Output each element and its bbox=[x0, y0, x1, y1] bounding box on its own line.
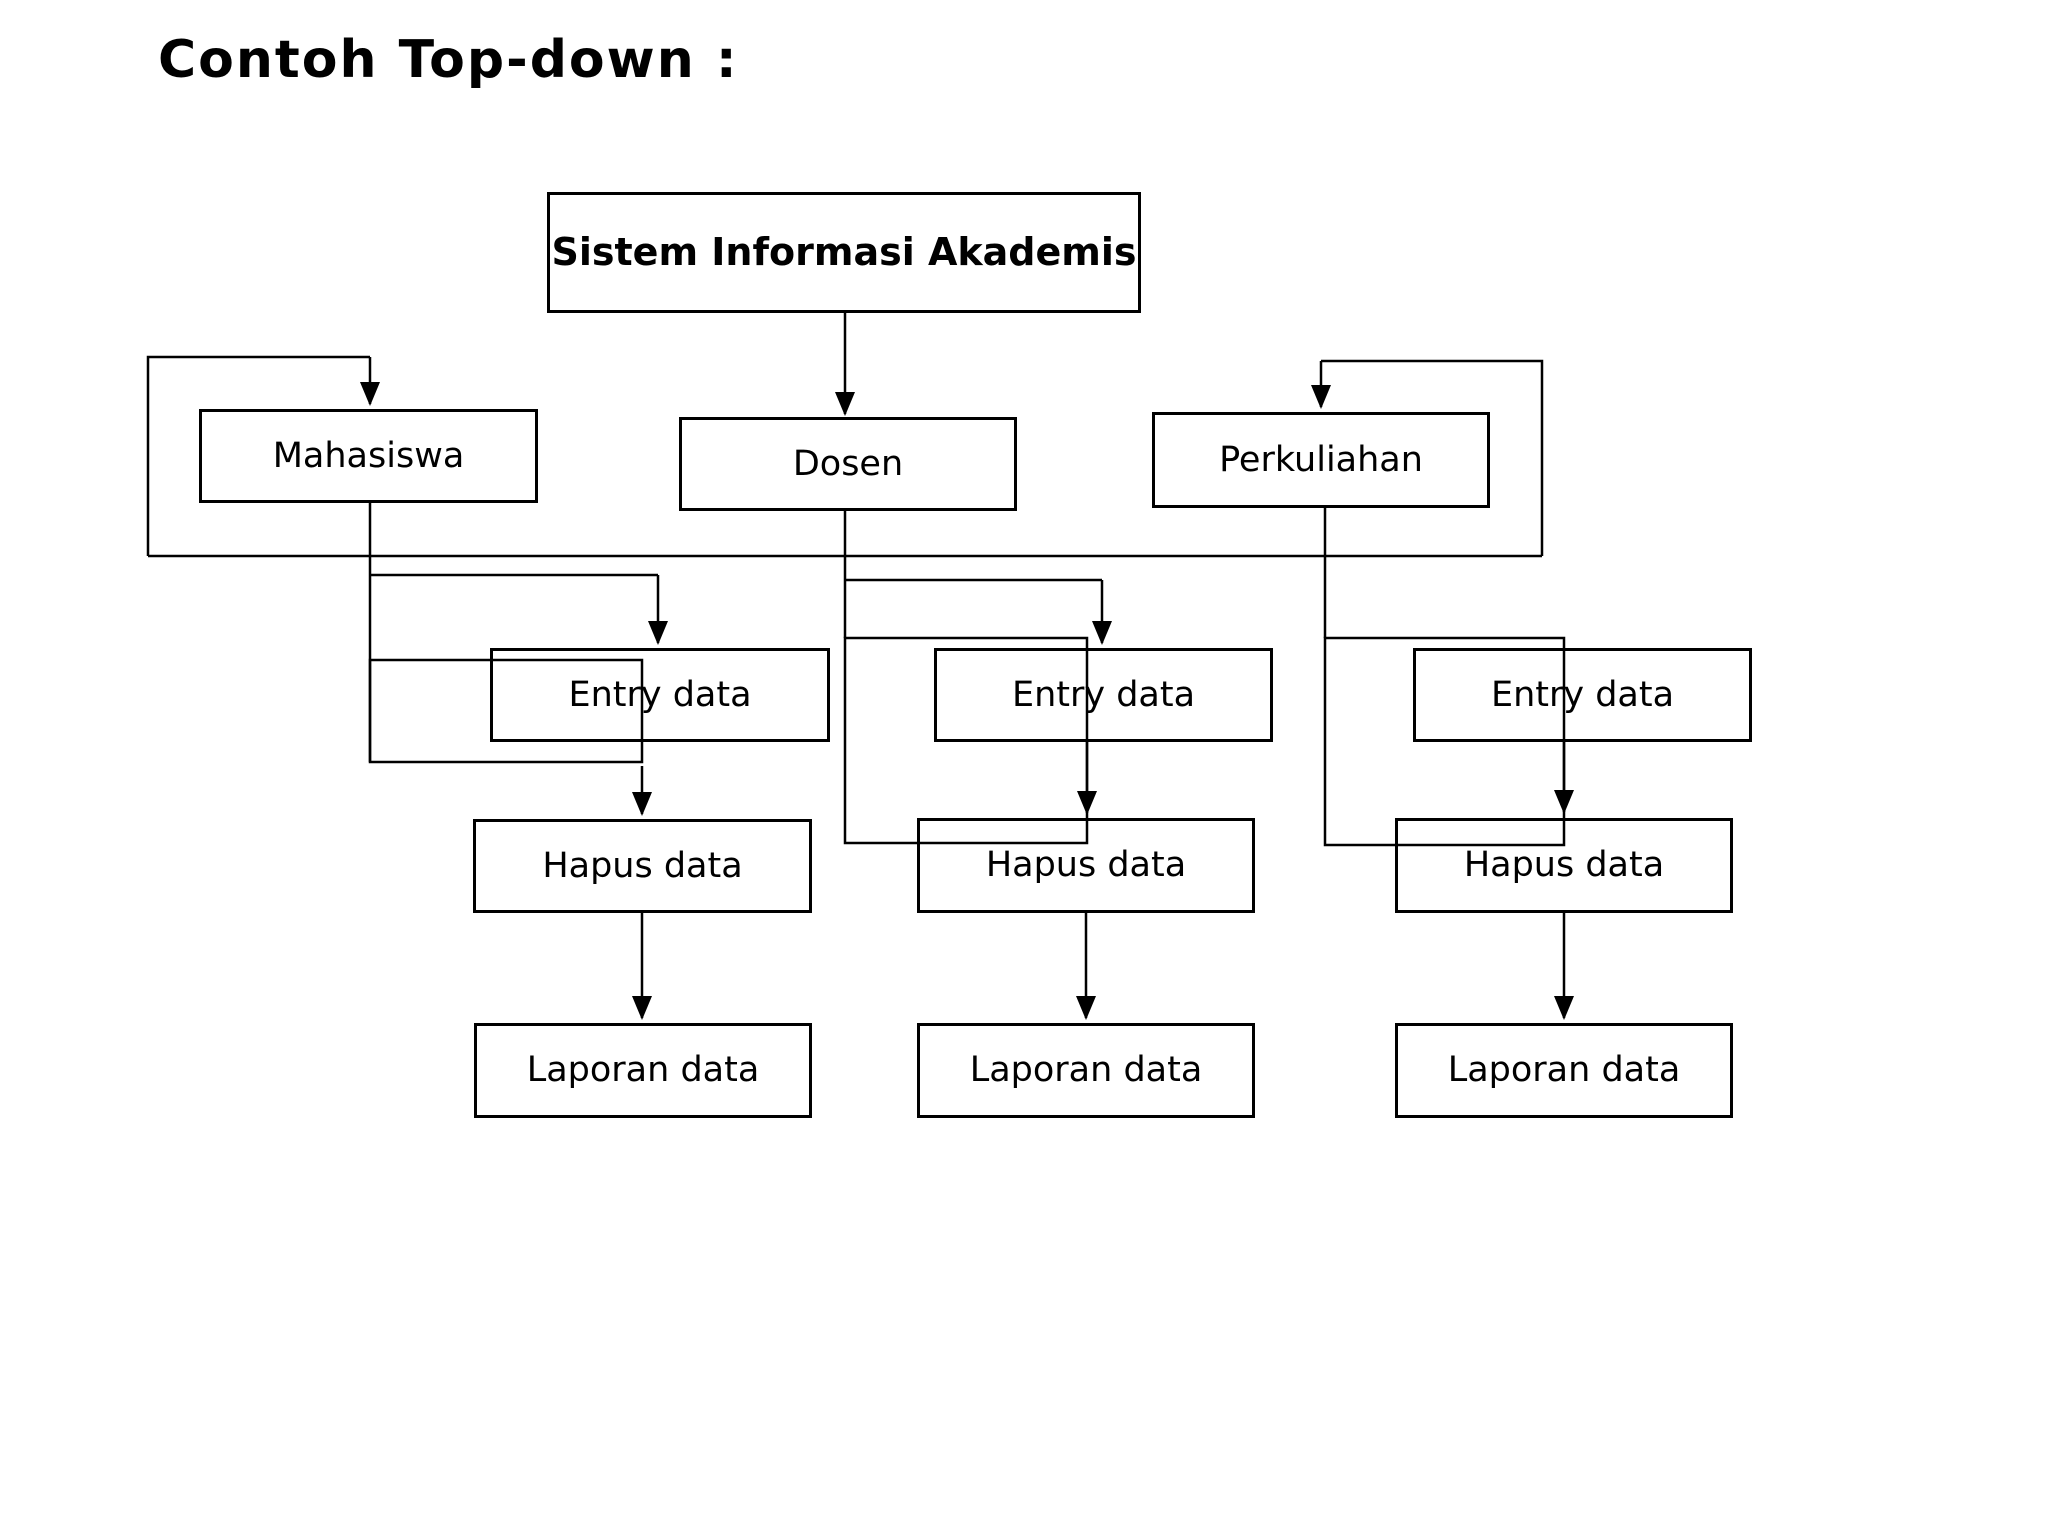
node-hapus-data-dosen: Hapus data bbox=[917, 818, 1255, 913]
node-laporan-data-mahasiswa: Laporan data bbox=[474, 1023, 812, 1118]
node-entry-data-perkuliahan: Entry data bbox=[1413, 648, 1752, 742]
page-title: Contoh Top-down : bbox=[158, 30, 739, 90]
node-hapus-data-mahasiswa: Hapus data bbox=[473, 819, 812, 913]
node-laporan-data-perkuliahan: Laporan data bbox=[1395, 1023, 1733, 1118]
connector-loop-rect-3 bbox=[1323, 636, 1566, 847]
node-perkuliahan: Perkuliahan bbox=[1152, 412, 1490, 508]
node-sistem-informasi-akademis: Sistem Informasi Akademis bbox=[547, 192, 1141, 313]
node-mahasiswa: Mahasiswa bbox=[199, 409, 538, 503]
connector-loop-rect-2 bbox=[843, 636, 1089, 845]
node-dosen: Dosen bbox=[679, 417, 1017, 511]
connector-loop-rect-1 bbox=[368, 658, 644, 764]
connector-left-bracket bbox=[146, 355, 370, 556]
node-hapus-data-perkuliahan: Hapus data bbox=[1395, 818, 1733, 913]
node-entry-data-dosen: Entry data bbox=[934, 648, 1273, 742]
connector-right-bracket bbox=[1321, 359, 1544, 556]
node-laporan-data-dosen: Laporan data bbox=[917, 1023, 1255, 1118]
node-entry-data-mahasiswa: Entry data bbox=[490, 648, 830, 742]
